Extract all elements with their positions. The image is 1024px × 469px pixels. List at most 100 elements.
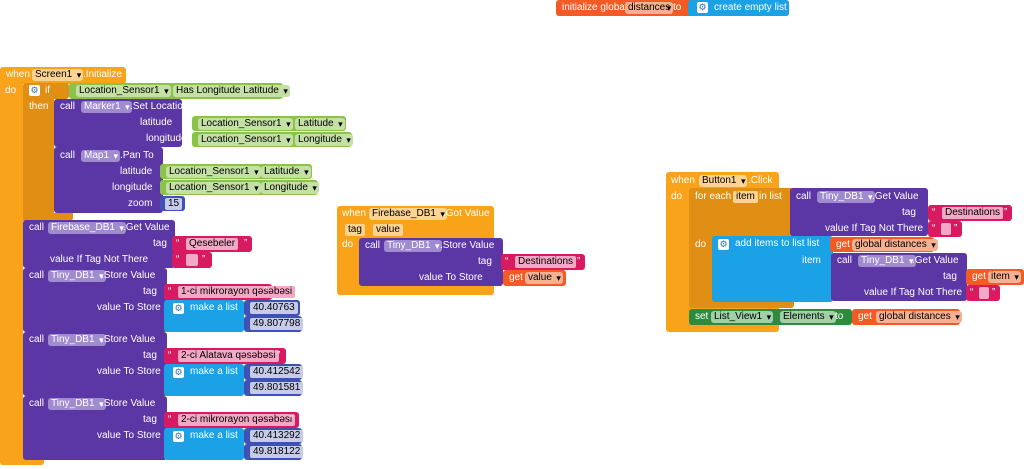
gear-icon[interactable]: ⚙ <box>718 239 729 250</box>
text-block[interactable]: “ Qesebeler ” <box>172 236 252 252</box>
fb-tag-text[interactable]: Qesebeler <box>186 238 239 250</box>
number-block[interactable]: 49.807798 <box>244 316 304 332</box>
sensor-longitude-getter[interactable]: Location_Sensor1 Longitude <box>160 180 319 195</box>
zoom-value[interactable]: 15 <box>165 198 183 210</box>
number-block[interactable]: 40.40763 <box>244 300 300 316</box>
latitude-prop-dropdown[interactable]: Latitude <box>295 118 345 130</box>
tinydb-store-value[interactable]: call Tiny_DB1 .Store Value tag value To … <box>359 238 503 286</box>
init-global-block[interactable]: initialize global distances to ⚙ create … <box>556 0 789 16</box>
sensor-dropdown[interactable]: Location_Sensor1 <box>198 134 293 146</box>
elements-dropdown[interactable]: Elements <box>780 311 836 323</box>
screen-dropdown[interactable]: Screen1 <box>32 69 84 81</box>
destinations-text[interactable]: Destinations <box>942 207 1004 219</box>
listview-dropdown[interactable]: List_View1 <box>711 311 774 323</box>
variable-dropdown[interactable]: item <box>988 271 1021 283</box>
sensor-latitude-getter[interactable]: Location_Sensor1 Latitude <box>192 116 346 131</box>
zoom-number-block[interactable]: 15 <box>160 196 185 211</box>
number-block[interactable]: 49.818122 <box>244 444 304 460</box>
value-param[interactable]: value <box>373 224 403 236</box>
get-global-distances-block[interactable]: get global distances <box>852 309 962 325</box>
number-block[interactable]: 49.801581 <box>244 380 304 396</box>
make-a-list-block[interactable]: ⚙ make a list <box>164 364 244 396</box>
store-value-1[interactable]: 40.413292 <box>250 430 304 442</box>
map-pan-to[interactable]: call Map1 .Pan To latitude longitude zoo… <box>54 147 163 213</box>
variable-dropdown[interactable]: value <box>525 272 563 284</box>
get-label: get <box>509 272 523 283</box>
tinydb-dropdown[interactable]: Tiny_DB1 <box>384 240 442 252</box>
item-variable[interactable]: item <box>733 191 758 203</box>
text-block[interactable]: “ 1-ci mikrorayon qəsəbəsi ” <box>164 284 296 300</box>
destinations-text[interactable]: Destinations <box>515 256 577 268</box>
text-block[interactable]: “ Destinations ” <box>501 254 585 270</box>
tinydb-dropdown[interactable]: Tiny_DB1 <box>817 191 875 203</box>
sensor-dropdown[interactable]: Location_Sensor1 <box>166 166 261 178</box>
gear-icon[interactable]: ⚙ <box>173 303 184 314</box>
tinydb-get-value[interactable]: call Tiny_DB1 .Get Value tag value If Ta… <box>790 188 928 236</box>
tinydb-store-value-1[interactable]: call Tiny_DB1 .Store Value tag value To … <box>23 268 167 332</box>
button-dropdown[interactable]: Button1 <box>699 175 748 187</box>
make-a-list-block[interactable]: ⚙ make a list <box>164 300 244 332</box>
tinydb-dropdown[interactable]: Tiny_DB1 <box>48 270 106 282</box>
get-label: get <box>972 271 986 282</box>
map-dropdown[interactable]: Map1 <box>81 150 121 162</box>
sensor-dropdown[interactable]: Location_Sensor1 <box>76 85 171 97</box>
sensor-latitude-getter[interactable]: Location_Sensor1 Latitude <box>160 164 312 179</box>
tag-param[interactable]: tag <box>345 224 365 236</box>
tinydb-dropdown[interactable]: Tiny_DB1 <box>48 334 106 346</box>
empty-text-block[interactable]: “ ” <box>172 252 212 268</box>
tinydb-store-value-2[interactable]: call Tiny_DB1 .Store Value tag value To … <box>23 332 167 396</box>
sensor-dropdown[interactable]: Location_Sensor1 <box>198 118 293 130</box>
store-value-2[interactable]: 49.807798 <box>250 318 304 330</box>
gear-icon[interactable]: ⚙ <box>697 2 708 13</box>
sensor-property-dropdown[interactable]: Has Longitude Latitude <box>173 85 290 97</box>
global-name-field[interactable]: distances <box>625 2 674 14</box>
empty-text-block[interactable]: “ ” <box>928 221 962 237</box>
store-value-2[interactable]: 49.801581 <box>250 382 304 394</box>
create-empty-list-block[interactable]: ⚙ create empty list <box>688 0 789 16</box>
gear-icon[interactable]: ⚙ <box>173 431 184 442</box>
sensor-longitude-getter[interactable]: Location_Sensor1 Longitude <box>192 132 353 147</box>
variable-dropdown[interactable]: global distances <box>876 311 962 323</box>
firebase-dropdown[interactable]: Firebase_DB1 <box>369 208 447 220</box>
tinydb-dropdown[interactable]: Tiny_DB1 <box>48 398 106 410</box>
marker-dropdown[interactable]: Marker1 <box>81 101 132 113</box>
text-block[interactable]: “ 2-ci mikrorayon qəsəbəsi ” <box>164 412 299 428</box>
if-bottom <box>23 213 73 221</box>
firebase-get-value[interactable]: call Firebase_DB1 .Get Value tag value I… <box>23 220 175 268</box>
store-value-1[interactable]: 40.40763 <box>250 302 298 314</box>
gear-icon[interactable]: ⚙ <box>173 367 184 378</box>
screen-init-event[interactable]: when Screen1 .Initialize <box>0 67 126 84</box>
text-block[interactable]: “ 2-ci Alatava qəsəbəsi ” <box>164 348 286 364</box>
get-value-var-block[interactable]: get value <box>503 270 566 286</box>
empty-text-field[interactable] <box>941 223 951 235</box>
marker-set-location[interactable]: call Marker1 .Set Location latitude long… <box>54 99 188 147</box>
firebase-dropdown[interactable]: Firebase_DB1 <box>48 222 126 234</box>
sensor-dropdown[interactable]: Location_Sensor1 <box>166 182 261 194</box>
store-tag-text[interactable]: 2-ci Alatava qəsəbəsi <box>178 350 279 362</box>
make-a-list-block[interactable]: ⚙ make a list <box>164 428 244 460</box>
empty-text-field[interactable] <box>979 287 989 299</box>
store-value-1[interactable]: 40.412542 <box>250 366 304 378</box>
number-block[interactable]: 40.412542 <box>244 364 304 380</box>
empty-text-block[interactable]: “ ” <box>966 285 1000 301</box>
tinydb-store-value-3[interactable]: call Tiny_DB1 .Store Value tag value To … <box>23 396 167 460</box>
store-value-2[interactable]: 49.818122 <box>250 446 304 458</box>
empty-text-field[interactable] <box>186 254 198 266</box>
tinydb-get-value[interactable]: call Tiny_DB1 .Get Value tag value If Ta… <box>831 253 967 301</box>
store-tag-text[interactable]: 2-ci mikrorayon qəsəbəsi <box>178 414 296 426</box>
if-block[interactable]: ⚙ if <box>23 83 69 99</box>
variable-dropdown[interactable]: global distances <box>852 239 938 251</box>
has-lon-lat-block[interactable]: Location_Sensor1 Has Longitude Latitude <box>69 83 290 99</box>
store-tag-text[interactable]: 1-ci mikrorayon qəsəbəsi <box>178 286 296 298</box>
number-block[interactable]: 40.413292 <box>244 428 304 444</box>
get-item-block[interactable]: get item <box>966 269 1024 285</box>
latitude-prop-dropdown[interactable]: Latitude <box>261 166 311 178</box>
get-global-distances-block[interactable]: get global distances <box>830 237 938 252</box>
gear-icon[interactable]: ⚙ <box>29 85 40 96</box>
longitude-prop-dropdown[interactable]: Longitude <box>261 182 319 194</box>
longitude-prop-dropdown[interactable]: Longitude <box>295 134 353 146</box>
set-listview-elements-block[interactable]: set List_View1 Elements to <box>689 309 852 325</box>
tinydb-dropdown[interactable]: Tiny_DB1 <box>858 255 916 267</box>
text-block[interactable]: “ Destinations ” <box>928 205 1012 221</box>
add-items-to-list-block[interactable]: ⚙ add items to list list item <box>712 236 833 302</box>
